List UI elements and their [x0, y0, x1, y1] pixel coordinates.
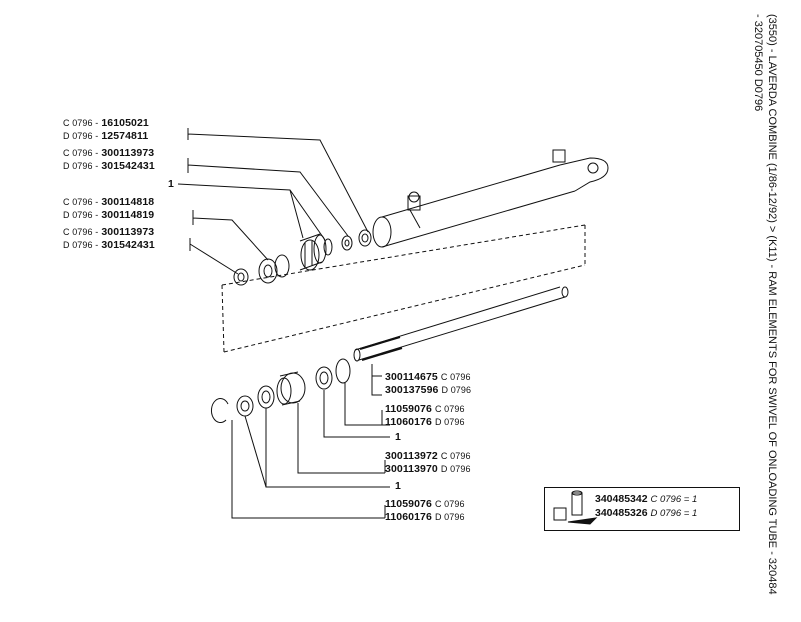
- title-line-1: (3550) - LAVERDA COMBINE (1/86-12/92) > …: [766, 14, 778, 595]
- part-label: 300113970 D 0796: [385, 463, 471, 475]
- part-label: D 0796 - 12574811: [63, 130, 149, 142]
- kit-box: 340485342 C 0796 = 1 340485326 D 0796 = …: [544, 487, 740, 531]
- kit-label: 340485326 D 0796 = 1: [595, 507, 698, 519]
- kit-icon: [553, 490, 598, 525]
- part-label: 11059076 C 0796: [385, 498, 465, 510]
- leader-lines-lower: [231, 364, 390, 519]
- part-label: C 0796 - 300114818: [63, 196, 155, 208]
- part-label: D 0796 - 300114819: [63, 209, 155, 221]
- part-label: 11060176 D 0796: [385, 511, 465, 523]
- quantity-label: 1: [395, 480, 401, 492]
- lower-parts-row: [210, 358, 351, 424]
- title-line-2: - 320705450 D0796: [752, 14, 764, 112]
- leader-lines-upper: [177, 128, 369, 275]
- part-label: 11059076 C 0796: [385, 403, 465, 415]
- part-label: D 0796 - 301542431: [63, 239, 155, 251]
- part-label: C 0796 - 300113973: [63, 147, 155, 159]
- part-label: 300113972 C 0796: [385, 450, 471, 462]
- quantity-label: 1: [395, 431, 401, 443]
- part-label: 300114675 C 0796: [385, 371, 471, 383]
- part-label: C 0796 - 16105021: [63, 117, 149, 129]
- part-label: C 0796 - 300113973: [63, 226, 155, 238]
- part-label: 11060176 D 0796: [385, 416, 465, 428]
- kit-label: 340485342 C 0796 = 1: [595, 493, 698, 505]
- part-label: D 0796 - 301542431: [63, 160, 155, 172]
- piston-rod: [353, 286, 569, 362]
- cylinder-barrel: [372, 149, 609, 248]
- dashed-outline-upper: [221, 224, 586, 353]
- quantity-label: 1: [168, 178, 174, 190]
- part-label: 300137596 D 0796: [385, 384, 472, 396]
- page-title: (3550) - LAVERDA COMBINE (1/86-12/92) > …: [751, 14, 779, 614]
- upper-seal-stack: [233, 229, 372, 286]
